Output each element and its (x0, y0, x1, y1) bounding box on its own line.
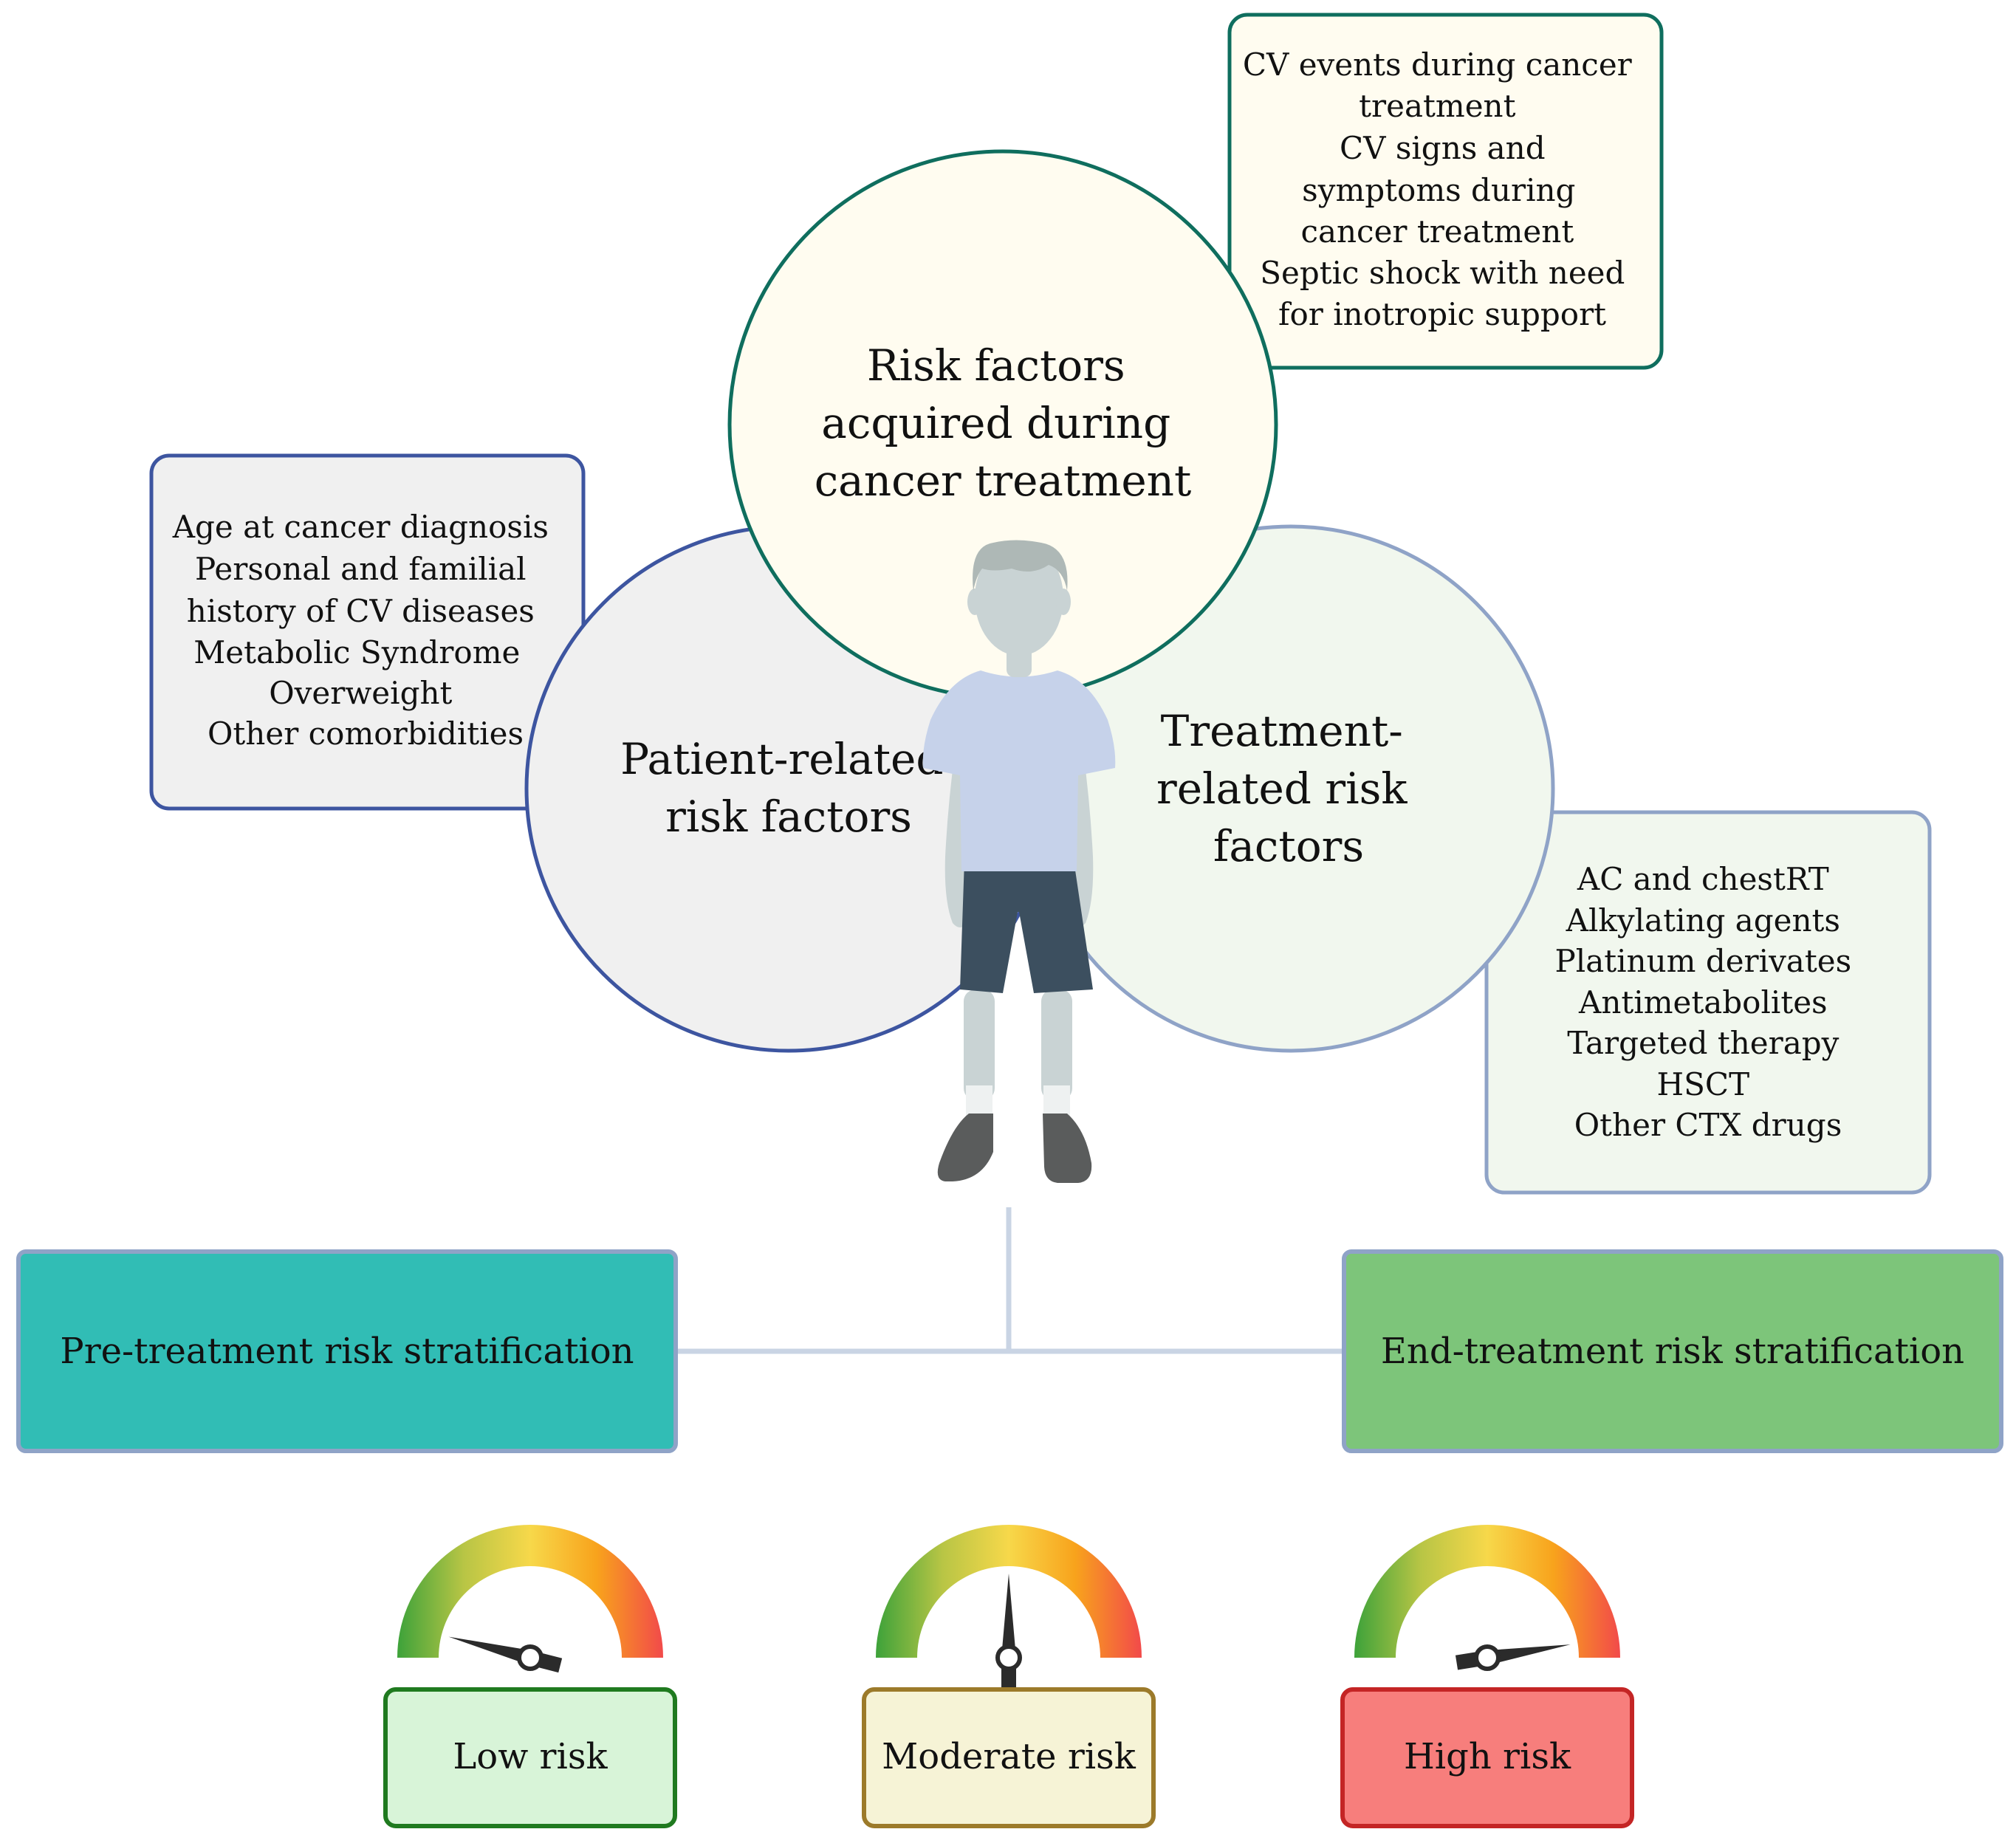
treatment-factors-box: AC and chestRT Alkylating agents Platinu… (1484, 810, 1932, 1195)
acquired-factors-box: CV events during cancer treatment CV sig… (1227, 13, 1664, 370)
patient-factors-box: Age at cancer diagnosis Personal and fam… (149, 453, 586, 811)
gauge-arc (1354, 1525, 1620, 1658)
child-figure-icon (922, 540, 1116, 1183)
gauge-hub (1474, 1644, 1501, 1671)
connector-lines (676, 1207, 1344, 1354)
gauge-needle-icon (1455, 1644, 1571, 1670)
gauge-arc (876, 1525, 1142, 1658)
pre-treatment-stratification-box: Pre-treatment risk stratification (16, 1249, 678, 1453)
moderate-risk-label: Moderate risk (882, 1736, 1136, 1777)
pre-treatment-stratification-label: Pre-treatment risk stratification (60, 1331, 634, 1372)
moderate-risk-box: Moderate risk (862, 1687, 1156, 1828)
risk-gauge-1 (876, 1525, 1142, 1689)
risk-gauge-2 (1354, 1525, 1620, 1671)
gauge-hub (995, 1644, 1022, 1671)
end-treatment-stratification-box: End-treatment risk stratification (1342, 1249, 2003, 1453)
acquired-factors-title: Risk factors acquired during cancer trea… (815, 340, 1192, 506)
risk-gauge-0 (397, 1525, 663, 1673)
gauge-arc (397, 1525, 663, 1658)
patient-factors-list: Age at cancer diagnosis Personal and fam… (172, 509, 559, 752)
patient-factors-title: Patient-related risk factors (620, 734, 957, 842)
gauge-needle-icon (1001, 1574, 1016, 1689)
low-risk-box: Low risk (383, 1687, 677, 1828)
treatment-factors-title: Treatment- related risk factors (1156, 706, 1421, 871)
gauge-hub (517, 1644, 544, 1671)
high-risk-box: High risk (1340, 1687, 1634, 1828)
gauge-needle-icon (448, 1636, 563, 1673)
acquired-factors-list: CV events during cancer treatment CV sig… (1243, 47, 1642, 332)
low-risk-label: Low risk (453, 1736, 608, 1777)
risk-gauges (397, 1525, 1620, 1689)
end-treatment-stratification-label: End-treatment risk stratification (1381, 1331, 1964, 1372)
high-risk-label: High risk (1404, 1736, 1571, 1777)
treatment-factors-list: AC and chestRT Alkylating agents Platinu… (1555, 861, 1862, 1143)
